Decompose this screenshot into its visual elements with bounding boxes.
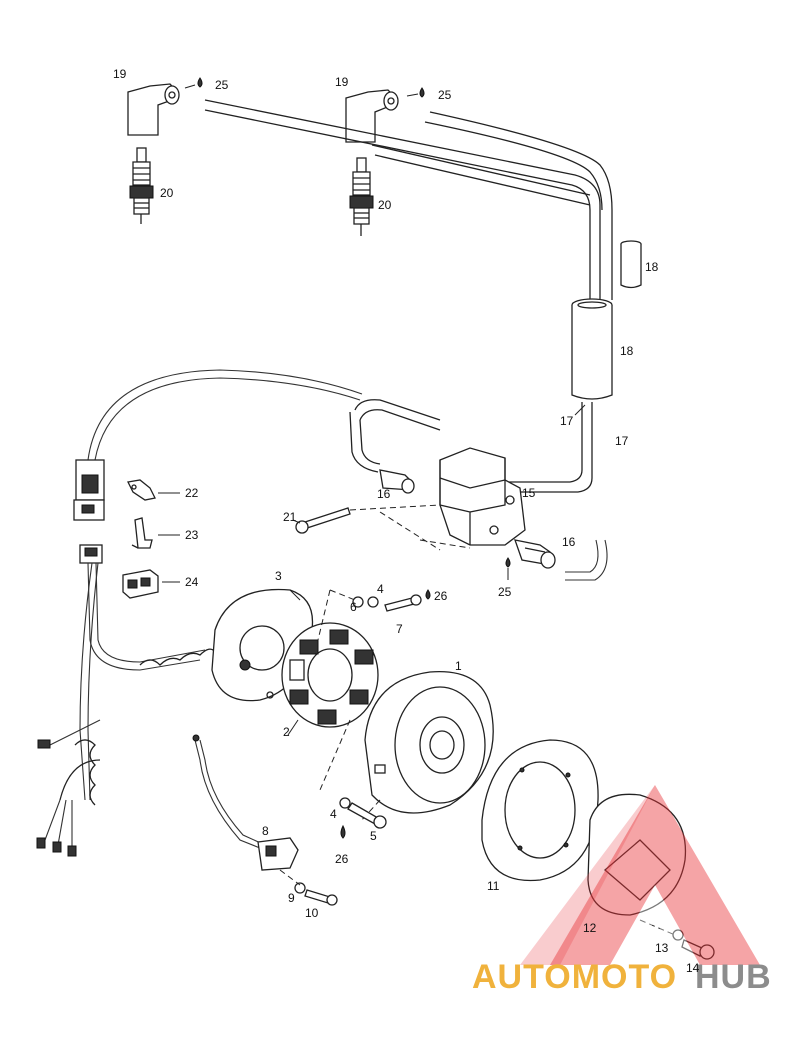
part-label-15: 15 (522, 486, 536, 500)
cover-plate (587, 793, 687, 916)
part-label-25: 25 (498, 585, 512, 599)
part-label-7: 7 (396, 622, 403, 636)
high-tension-wires (204, 99, 613, 300)
washer-6 (352, 596, 364, 608)
part-label-18: 18 (620, 344, 634, 358)
washer-4b (339, 797, 351, 809)
part-label-20: 20 (378, 198, 392, 212)
grease-drop-icon (505, 557, 511, 568)
watermark-text-secondary: HUB (695, 958, 772, 996)
part-label-11: 11 (487, 879, 500, 893)
part-label-16: 16 (562, 535, 576, 549)
terminal-22 (127, 479, 156, 501)
part-label-19: 19 (113, 67, 127, 81)
part-label-22: 22 (185, 486, 199, 500)
part-label-5: 5 (370, 829, 377, 843)
automotohub-watermark-logo: AUTOMOTO HUB (472, 785, 772, 996)
part-label-21: 21 (283, 510, 297, 524)
screw-14 (681, 939, 715, 960)
part-label-17: 17 (615, 434, 629, 448)
watermark-text-primary: AUTOMOTO (472, 958, 677, 996)
part-label-16: 16 (377, 487, 391, 501)
grease-drop-icon (419, 87, 425, 98)
starter-ring (481, 739, 599, 882)
part-label-4: 4 (330, 807, 337, 821)
part-label-18: 18 (645, 260, 659, 274)
ignition-coil (439, 447, 526, 546)
part-label-13: 13 (655, 941, 669, 955)
part-label-17: 17 (560, 414, 574, 428)
wire-connector-right (514, 539, 556, 569)
part-label-10: 10 (305, 906, 319, 920)
part-label-26: 26 (434, 589, 448, 603)
part-label-23: 23 (185, 528, 199, 542)
washer-9 (294, 882, 306, 894)
screw-5 (347, 802, 387, 829)
part-label-6: 6 (350, 600, 357, 614)
grease-drop-icon (425, 589, 431, 600)
connector-24 (122, 569, 159, 599)
part-label-24: 24 (185, 575, 199, 589)
spark-plug-left (129, 147, 154, 224)
washer-13 (672, 929, 684, 941)
part-label-26: 26 (335, 852, 349, 866)
spark-plug-cap-left (127, 83, 180, 136)
spark-plug-right (349, 157, 374, 236)
part-label-1: 1 (455, 659, 462, 673)
screw-7 (384, 594, 422, 612)
screw-10 (304, 889, 338, 906)
stator (281, 622, 379, 728)
part-label-25: 25 (438, 88, 452, 102)
washer-4 (367, 596, 379, 608)
part-label-3: 3 (275, 569, 282, 583)
part-label-20: 20 (160, 186, 174, 200)
part-label-12: 12 (583, 921, 597, 935)
flywheel (364, 670, 494, 814)
trigger-coil (192, 734, 299, 871)
part-label-4: 4 (377, 582, 384, 596)
terminal-23 (131, 517, 153, 549)
coil-wires (349, 399, 608, 581)
wire-connector-left (379, 469, 415, 494)
coil-mount-screw (295, 507, 351, 534)
spark-plug-cap-right (345, 89, 399, 143)
part-label-14: 14 (686, 961, 700, 975)
part-label-2: 2 (283, 725, 290, 739)
part-label-19: 19 (335, 75, 349, 89)
part-label-25: 25 (215, 78, 229, 92)
sleeve-small (620, 240, 642, 289)
grease-drop-icon (197, 77, 203, 88)
sleeve-large (571, 298, 613, 400)
grease-drop-icon (340, 824, 346, 839)
wire-harness (36, 369, 363, 857)
part-label-8: 8 (262, 824, 269, 838)
part-label-9: 9 (288, 891, 295, 905)
